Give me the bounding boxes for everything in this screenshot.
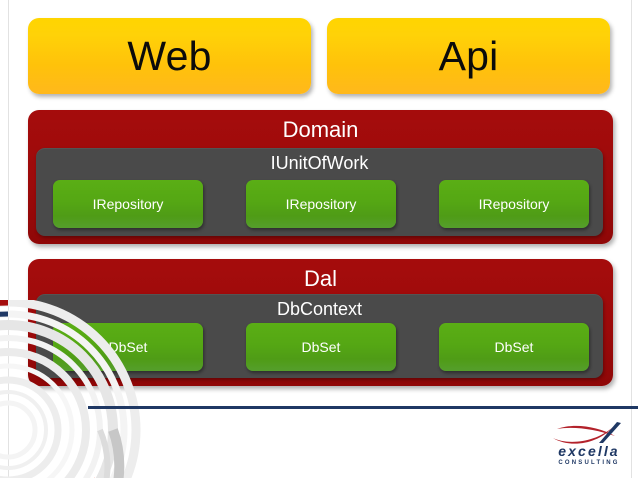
logo-wordmark: excella — [558, 443, 620, 459]
item-box-dbset-2-label: DbSet — [301, 339, 341, 355]
item-box-irepository-3[interactable]: IRepository — [439, 180, 589, 228]
tier-box-api-label: Api — [438, 32, 499, 79]
item-box-dbset-3-label: DbSet — [494, 339, 534, 355]
footer-divider-rule — [88, 406, 638, 409]
tier-box-api[interactable]: Api — [327, 18, 610, 94]
item-box-dbset-1[interactable]: DbSet — [53, 323, 203, 371]
inner-panel-dbcontext[interactable]: DbContext DbSet DbSet DbSet — [36, 294, 603, 378]
inner-panel-iunitofwork[interactable]: IUnitOfWork IRepository IRepository IRep… — [36, 148, 603, 236]
item-box-dbset-1-label: DbSet — [108, 339, 148, 355]
inner-panel-iunitofwork-title: IUnitOfWork — [270, 153, 369, 173]
item-box-irepository-2-label: IRepository — [285, 196, 357, 212]
tier-box-web[interactable]: Web — [28, 18, 311, 94]
item-box-dbset-3[interactable]: DbSet — [439, 323, 589, 371]
item-box-irepository-2[interactable]: IRepository — [246, 180, 396, 228]
layer-dal[interactable]: Dal DbContext DbSet DbSet DbSet — [28, 259, 613, 386]
item-box-irepository-1-label: IRepository — [92, 196, 164, 212]
item-box-irepository-3-label: IRepository — [478, 196, 550, 212]
logo-tagline: CONSULTING — [558, 460, 620, 466]
inner-panel-dbcontext-title: DbContext — [276, 299, 363, 319]
excella-swoosh-icon — [553, 422, 621, 444]
page-guide-right — [631, 0, 632, 478]
item-row-domain: IRepository IRepository IRepository — [53, 180, 589, 228]
item-box-irepository-1[interactable]: IRepository — [53, 180, 203, 228]
item-box-dbset-2[interactable]: DbSet — [246, 323, 396, 371]
layer-dal-title: Dal — [303, 266, 337, 291]
layer-domain-title: Domain — [282, 117, 359, 142]
item-row-dal: DbSet DbSet DbSet — [53, 323, 589, 371]
excella-consulting-logo: excella CONSULTING — [543, 421, 635, 471]
layer-domain[interactable]: Domain IUnitOfWork IRepository IReposito… — [28, 110, 613, 244]
tier-box-web-label: Web — [127, 32, 212, 79]
page-guide-left — [8, 0, 9, 478]
